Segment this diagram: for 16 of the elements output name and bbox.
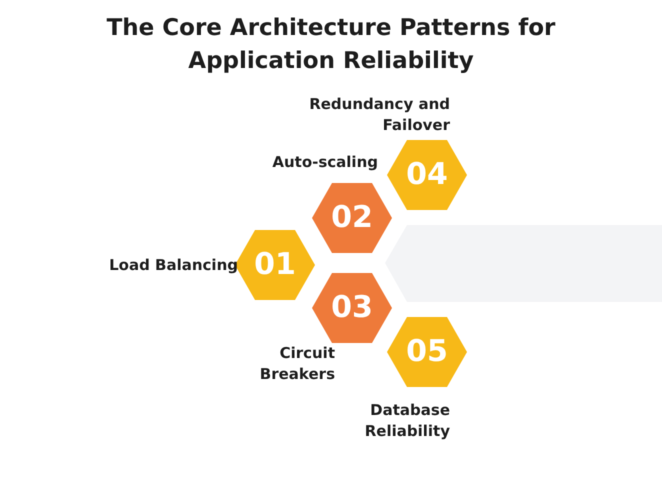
step-number: 02 bbox=[330, 199, 374, 237]
hexagon bbox=[312, 183, 392, 253]
pattern-label: Load Balancing bbox=[108, 255, 238, 276]
step-number: 04 bbox=[405, 156, 449, 194]
hexagon bbox=[235, 230, 315, 300]
pattern-label: Auto-scaling bbox=[271, 152, 378, 173]
step-number: 03 bbox=[330, 289, 374, 327]
pattern-label: Circuit Breakers bbox=[258, 343, 335, 385]
hexagon bbox=[312, 273, 392, 343]
step-number: 05 bbox=[405, 333, 449, 371]
hexagon bbox=[387, 140, 467, 210]
pattern-label: Database Reliability bbox=[364, 400, 450, 442]
pattern-label: Redundancy and Failover bbox=[308, 94, 450, 136]
title: The Core Architecture Patterns for Application Reliability bbox=[106, 14, 556, 76]
hexagon bbox=[387, 317, 467, 387]
step-number: 01 bbox=[253, 246, 297, 284]
